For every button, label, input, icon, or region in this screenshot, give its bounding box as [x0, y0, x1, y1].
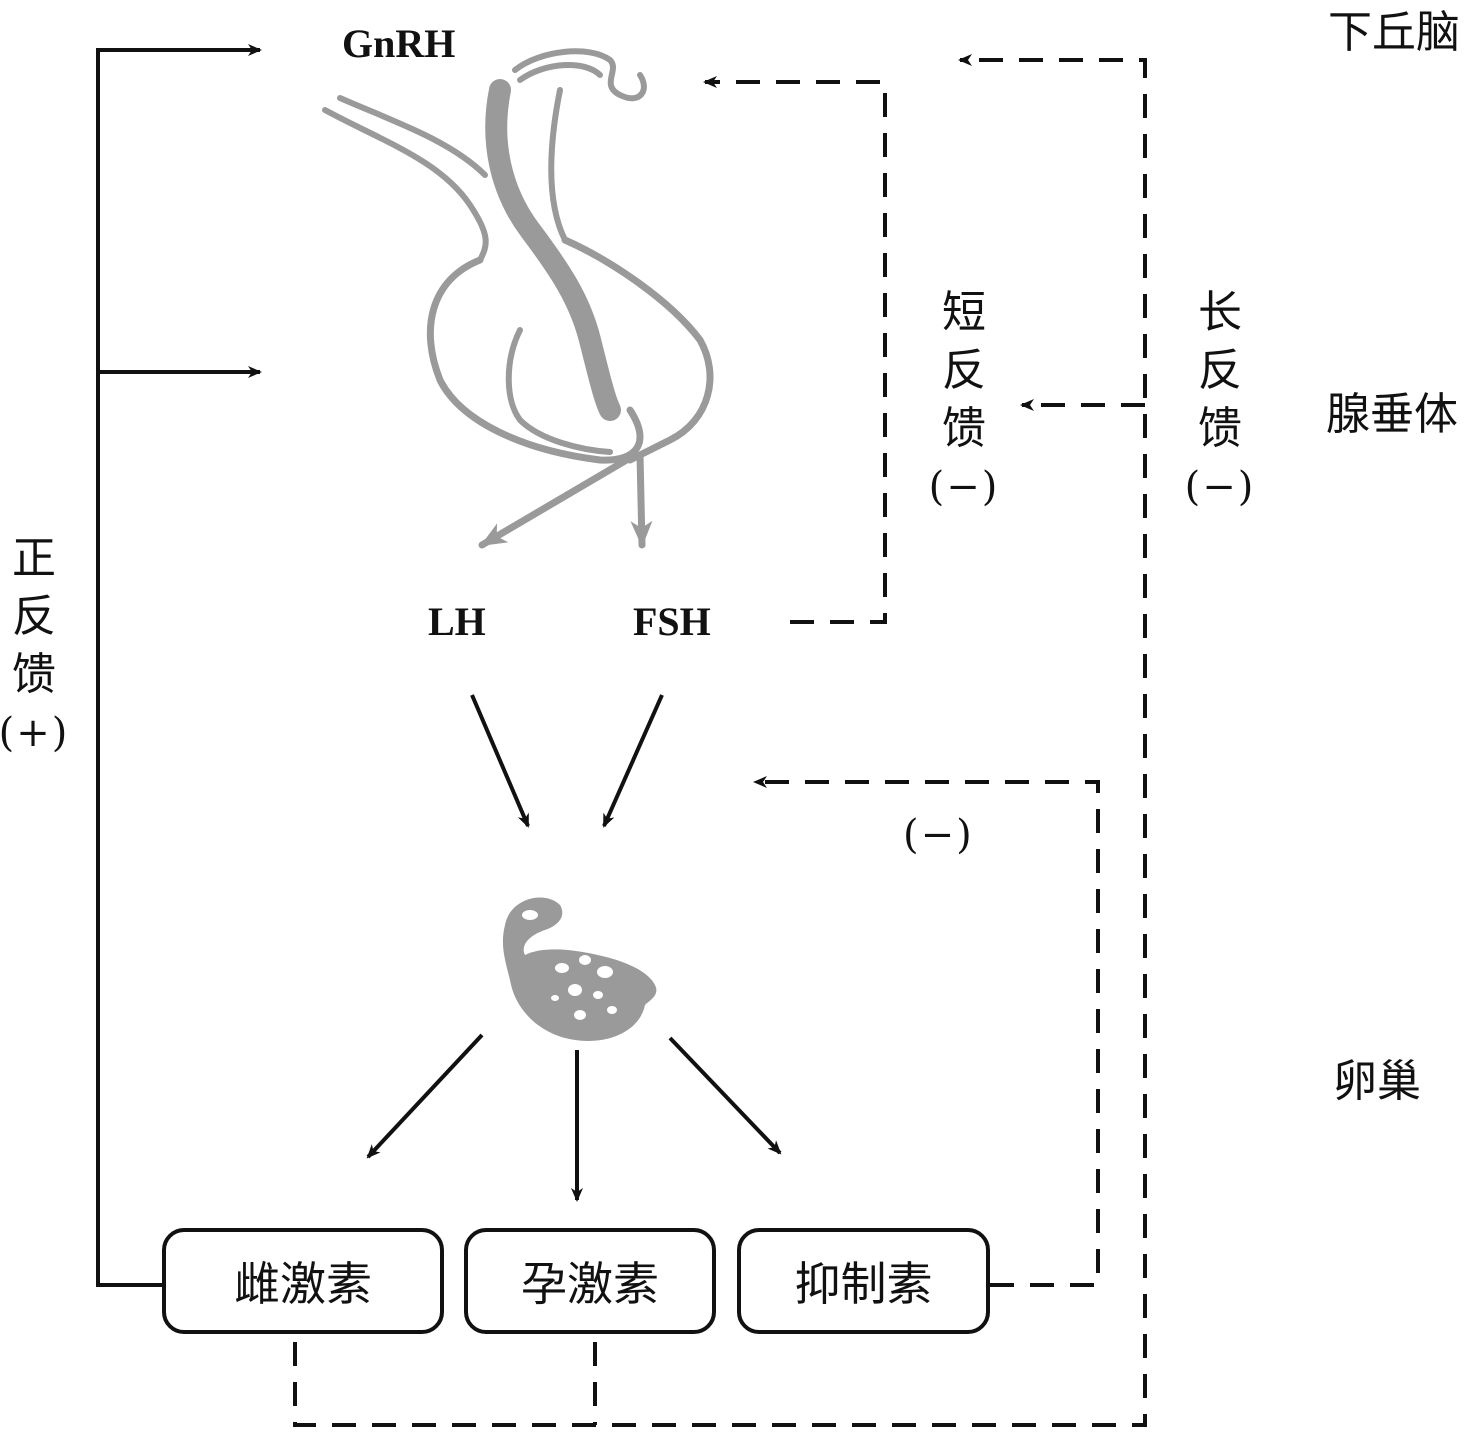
lh-label: LH: [428, 599, 486, 644]
short-feedback-char-2: 反: [942, 345, 986, 396]
ovary-illustration: [502, 897, 657, 1041]
gnrh-label: GnRH: [342, 21, 456, 66]
estrogen-label: 雌激素: [234, 1257, 372, 1311]
positive-feedback-label: 正 反 馈 (+): [0, 530, 74, 762]
short-feedback-char-1: 短: [942, 287, 986, 338]
dashed-feedback-lines: [293, 54, 1147, 1427]
long-feedback-char-2: 反: [1198, 345, 1242, 396]
positive-feedback-line: [96, 44, 262, 1287]
long-feedback-char-1: 长: [1198, 287, 1242, 338]
positive-feedback-char-1: 正: [12, 533, 56, 584]
short-feedback-char-3: 馈: [942, 403, 986, 454]
long-feedback-char-3: 馈: [1198, 403, 1242, 454]
short-feedback-label: 短 反 馈 (−): [924, 284, 1004, 516]
ovary-label: 卵巢: [1333, 1056, 1421, 1107]
pituitary-label: 腺垂体: [1326, 389, 1458, 440]
short-feedback-sign: (−): [928, 464, 1000, 510]
positive-feedback-sign: (+): [0, 710, 70, 756]
long-feedback-label: 长 反 馈 (−): [1180, 284, 1260, 516]
progesterone-label: 孕激素: [521, 1257, 659, 1311]
positive-feedback-char-2: 反: [12, 591, 56, 642]
inhibin-label: 抑制素: [794, 1257, 933, 1311]
progesterone-box: 孕激素: [464, 1228, 716, 1334]
solid-arrows: [366, 694, 782, 1202]
estrogen-box: 雌激素: [162, 1228, 444, 1334]
positive-feedback-char-3: 馈: [12, 649, 56, 700]
long-feedback-sign: (−): [1184, 464, 1256, 510]
fsh-label: FSH: [633, 599, 711, 644]
hypothalamus-label: 下丘脑: [1328, 7, 1460, 58]
inhibin-feedback-sign: (−): [903, 812, 974, 858]
inhibin-box: 抑制素: [737, 1228, 990, 1334]
pituitary-illustration: [322, 48, 714, 549]
